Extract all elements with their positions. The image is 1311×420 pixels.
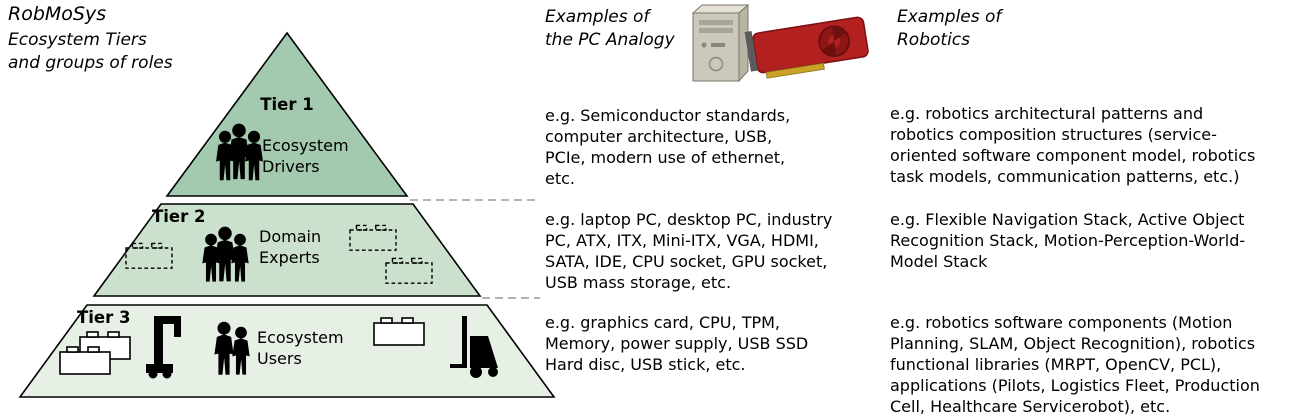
pc-tower-icon bbox=[691, 3, 750, 83]
robot-arm-icon bbox=[146, 316, 181, 379]
tier1-role: Ecosystem Drivers bbox=[262, 136, 349, 176]
forklift-robot-icon bbox=[450, 316, 498, 378]
robotics-examples-tier3: e.g. robotics software components (Motio… bbox=[890, 313, 1260, 416]
pc-examples-tier1: e.g. Semiconductor standards, computer a… bbox=[545, 106, 791, 188]
tier-boundary-connectors bbox=[410, 199, 540, 299]
column-header-robotics: Examples of Robotics bbox=[897, 7, 1002, 50]
tier2-role: Domain Experts bbox=[259, 227, 322, 267]
tier2-label: Tier 2 bbox=[152, 207, 206, 226]
diagram-subtitle: Ecosystem Tiers and groups of roles bbox=[8, 30, 173, 73]
tier2-shape bbox=[92, 203, 482, 297]
brand-title: RobMoSys bbox=[8, 3, 107, 25]
robotics-examples-tier1: e.g. robotics architectural patterns and… bbox=[890, 104, 1256, 186]
robotics-examples-tier2: e.g. Flexible Navigation Stack, Active O… bbox=[890, 210, 1246, 271]
tier1-label: Tier 1 bbox=[260, 95, 314, 114]
pc-examples-tier2: e.g. laptop PC, desktop PC, industry PC,… bbox=[545, 210, 833, 292]
tier3-label: Tier 3 bbox=[77, 308, 131, 327]
tier3-role: Ecosystem Users bbox=[257, 328, 344, 368]
graphics-card-icon bbox=[744, 16, 869, 79]
pc-examples-tier3: e.g. graphics card, CPU, TPM, Memory, po… bbox=[545, 313, 809, 374]
column-header-pc-analogy: Examples of the PC Analogy bbox=[545, 7, 675, 50]
